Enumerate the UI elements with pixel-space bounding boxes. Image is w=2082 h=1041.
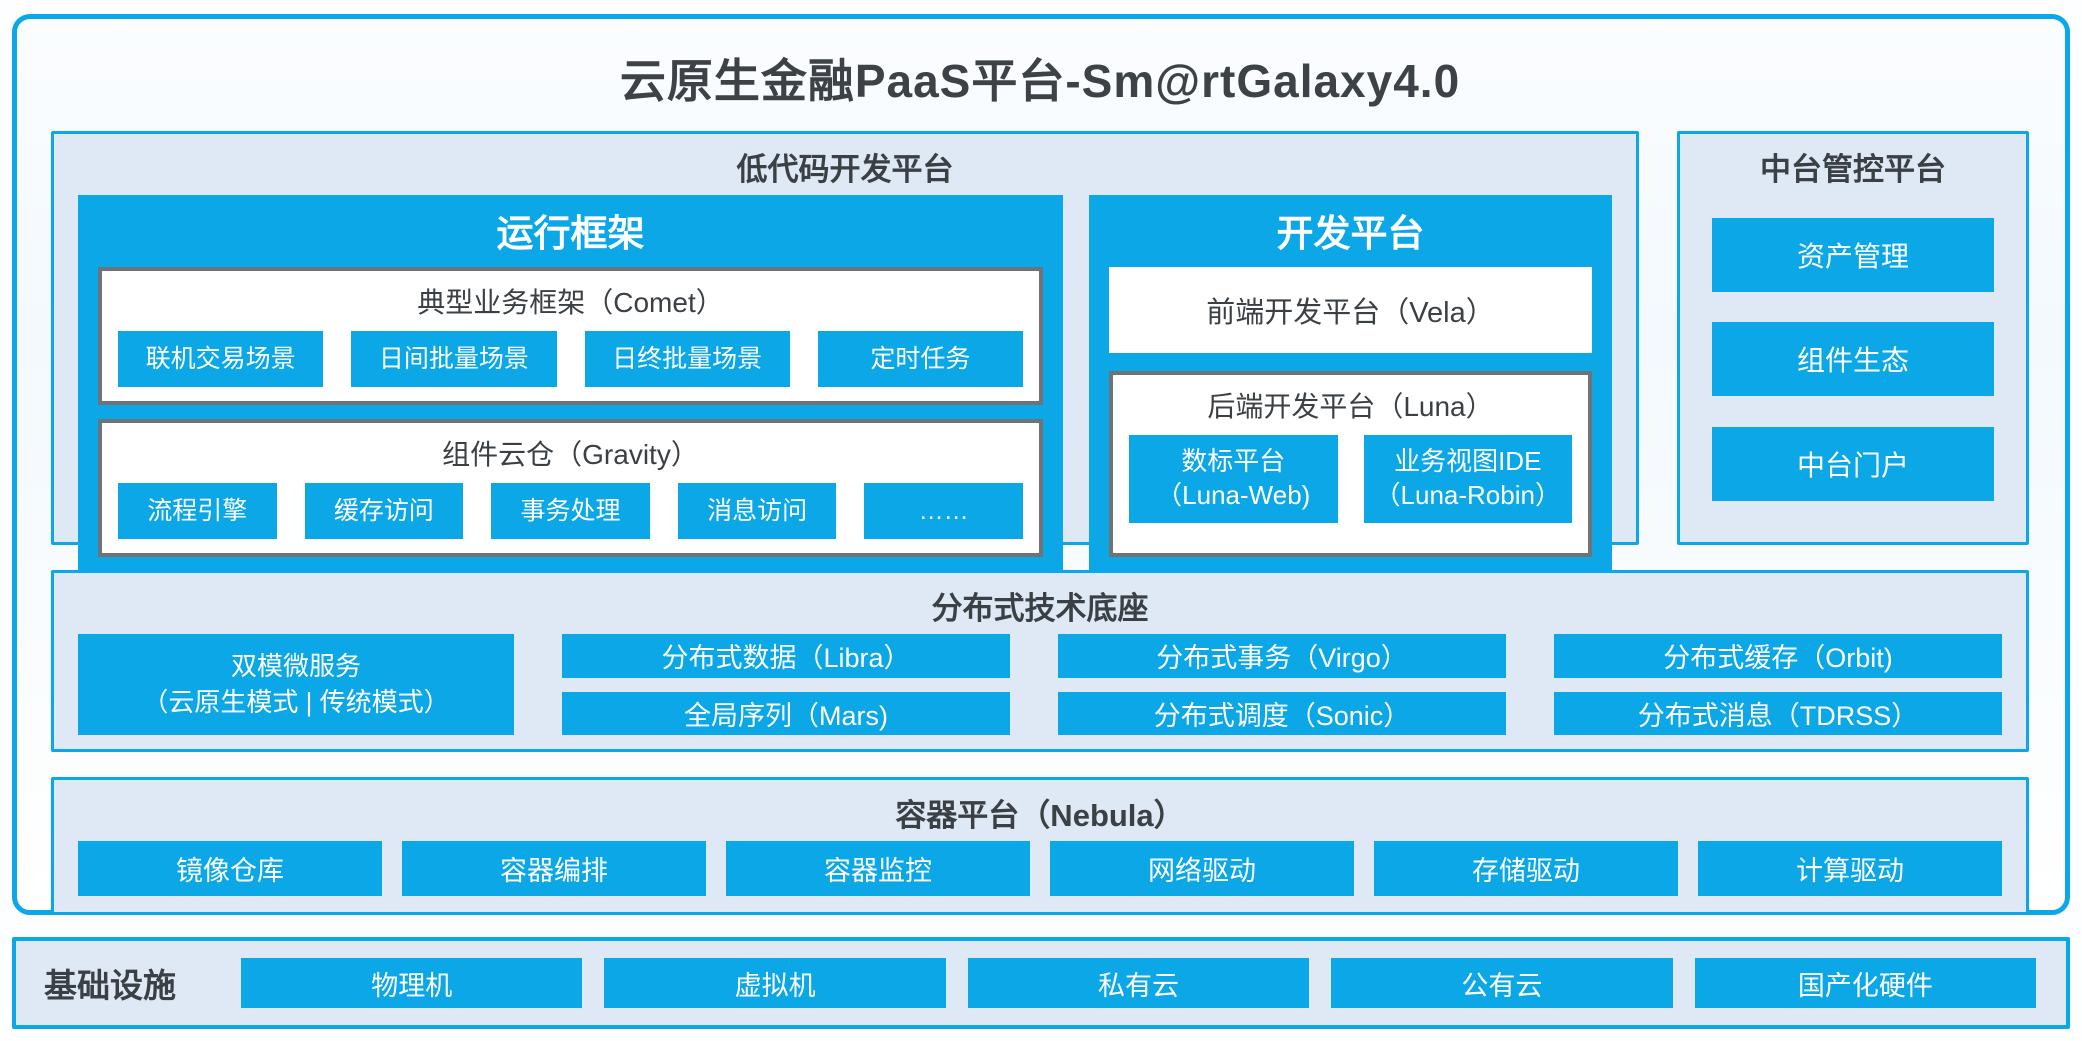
dual-mode-line1: 双模微服务	[230, 651, 361, 682]
dev-platform-box: 开发平台 前端开发平台（Vela） 后端开发平台（Luna） 数标平台 （Lun…	[1089, 195, 1612, 573]
infrastructure-bar: 基础设施 物理机 虚拟机 私有云 公有云 国产化硬件	[12, 937, 2070, 1029]
chip-line1: 数标平台	[1181, 446, 1286, 476]
chip: 存储驱动	[1374, 841, 1678, 896]
comet-chip-row: 联机交易场景 日间批量场景 日终批量场景 定时任务	[118, 331, 1023, 387]
gravity-component-label: 组件云仓（Gravity）	[442, 439, 699, 470]
chip: 流程引擎	[118, 483, 277, 539]
mid-platform-item: 组件生态	[1712, 322, 1994, 397]
chip: 缓存访问	[304, 483, 464, 539]
container-platform-panel: 容器平台（Nebula） 镜像仓库 容器编排 容器监控 网络驱动 存储驱动 计算…	[51, 777, 2029, 915]
chip: 物理机	[241, 958, 583, 1008]
distributed-column: 分布式数据（Libra） 全局序列（Mars)	[562, 634, 1010, 735]
chip: 分布式缓存（Orbit)	[1554, 634, 2002, 678]
chip: 网络驱动	[1050, 841, 1354, 896]
runtime-framework-label: 运行框架	[496, 213, 645, 254]
low-code-platform-label: 低代码开发平台	[736, 152, 954, 187]
chip: 数标平台 （Luna-Web)	[1129, 435, 1338, 523]
low-code-columns: 运行框架 典型业务框架（Comet） 联机交易场景 日间批量场景 日终批量场景 …	[78, 195, 1612, 573]
chip: 容器编排	[402, 841, 706, 896]
chip: 公有云	[1331, 958, 1673, 1008]
mid-platform-item: 资产管理	[1712, 218, 1994, 293]
comet-framework-group: 典型业务框架（Comet） 联机交易场景 日间批量场景 日终批量场景 定时任务	[98, 267, 1043, 405]
chip: 日间批量场景	[351, 331, 557, 387]
backend-dev-platform-luna: 后端开发平台（Luna） 数标平台 （Luna-Web) 业务视图IDE （Lu…	[1109, 371, 1592, 557]
distributed-column: 分布式缓存（Orbit) 分布式消息（TDRSS）	[1554, 634, 2002, 735]
chip: 计算驱动	[1698, 841, 2002, 896]
chip: 联机交易场景	[118, 331, 324, 387]
chip: 分布式数据（Libra）	[562, 634, 1010, 678]
frontend-dev-platform-vela: 前端开发平台（Vela）	[1109, 267, 1592, 353]
chip: 容器监控	[726, 841, 1030, 896]
backend-dev-platform-label: 后端开发平台（Luna）	[1207, 391, 1494, 422]
chip: 消息访问	[677, 483, 837, 539]
container-chip-row: 镜像仓库 容器编排 容器监控 网络驱动 存储驱动 计算驱动	[78, 841, 2002, 896]
distributed-tech-base-panel: 分布式技术底座 双模微服务 （云原生模式 | 传统模式） 分布式数据（Libra…	[51, 570, 2029, 752]
dev-platform-label: 开发平台	[1276, 213, 1425, 254]
mid-platform-label: 中台管控平台	[1760, 152, 1946, 187]
dual-mode-line2: （云原生模式 | 传统模式）	[142, 686, 450, 717]
distributed-column: 分布式事务（Virgo） 分布式调度（Sonic）	[1058, 634, 1506, 735]
page-title: 云原生金融PaaS平台-Sm@rtGalaxy4.0	[619, 55, 1461, 107]
chip: 事务处理	[491, 483, 650, 539]
container-platform-label: 容器平台（Nebula）	[895, 798, 1185, 833]
top-row: 低代码开发平台 运行框架 典型业务框架（Comet） 联机交易场景 日间批量场景…	[51, 131, 2029, 573]
chip: 业务视图IDE （Luna-Robin）	[1363, 435, 1572, 523]
chip: 私有云	[967, 958, 1310, 1008]
distributed-tech-base-label: 分布式技术底座	[931, 591, 1149, 626]
dual-mode-microservice-box: 双模微服务 （云原生模式 | 传统模式）	[78, 634, 514, 735]
chip: 全局序列（Mars)	[562, 691, 1010, 735]
chip-line1: 业务视图IDE	[1394, 446, 1542, 476]
luna-chip-row: 数标平台 （Luna-Web) 业务视图IDE （Luna-Robin）	[1129, 435, 1572, 523]
gravity-chip-row: 流程引擎 缓存访问 事务处理 消息访问 ……	[118, 483, 1023, 539]
runtime-framework-box: 运行框架 典型业务框架（Comet） 联机交易场景 日间批量场景 日终批量场景 …	[78, 195, 1063, 573]
mid-platform-items: 资产管理 组件生态 中台门户	[1712, 195, 1994, 516]
chip: 分布式事务（Virgo）	[1058, 634, 1506, 678]
chip: 日终批量场景	[584, 331, 790, 387]
distributed-content: 双模微服务 （云原生模式 | 传统模式） 分布式数据（Libra） 全局序列（M…	[78, 634, 2002, 735]
chip: 虚拟机	[604, 958, 946, 1008]
low-code-platform-panel: 低代码开发平台 运行框架 典型业务框架（Comet） 联机交易场景 日间批量场景…	[51, 131, 1639, 573]
chip: 分布式调度（Sonic）	[1058, 691, 1506, 735]
chip-line2: （Luna-Robin）	[1374, 479, 1561, 510]
chip: 国产化硬件	[1694, 958, 2037, 1008]
infrastructure-label: 基础设施	[44, 967, 176, 1004]
chip: 分布式消息（TDRSS）	[1554, 691, 2002, 735]
chip: 定时任务	[817, 331, 1023, 387]
chip-line2: （Luna-Web)	[1156, 479, 1311, 510]
chip: 镜像仓库	[78, 841, 382, 896]
gravity-component-group: 组件云仓（Gravity） 流程引擎 缓存访问 事务处理 消息访问 ……	[98, 419, 1043, 557]
comet-framework-label: 典型业务框架（Comet）	[417, 287, 724, 318]
architecture-frame: 云原生金融PaaS平台-Sm@rtGalaxy4.0 低代码开发平台 运行框架 …	[12, 14, 2070, 915]
mid-platform-item: 中台门户	[1712, 426, 1994, 501]
chip: ……	[864, 483, 1023, 539]
mid-platform-panel: 中台管控平台 资产管理 组件生态 中台门户	[1677, 131, 2029, 545]
